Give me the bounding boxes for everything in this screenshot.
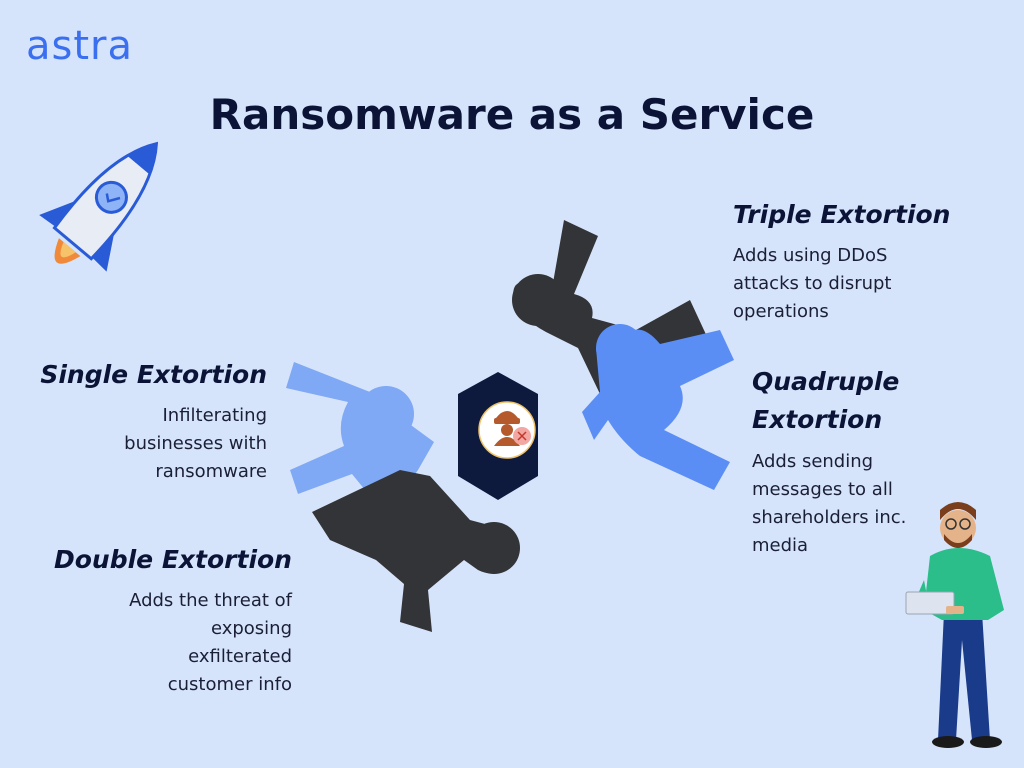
stage-heading-single: Single Extortion — [40, 360, 267, 389]
stage-description-single: Infilterating businesses with ransomware — [60, 402, 267, 486]
stage-heading-quadruple: Quadruple Extortion — [752, 367, 900, 434]
description-line: businesses with — [124, 433, 267, 454]
description-line: operations — [733, 301, 829, 322]
puzzle-piece-right — [582, 324, 734, 490]
description-line: shareholders inc. — [752, 507, 907, 528]
description-line: exposing — [210, 618, 292, 639]
description-line: messages to all — [752, 479, 893, 500]
description-line: media — [752, 535, 809, 556]
description-line: attacks to disrupt — [733, 273, 892, 294]
description-line: exfilterated — [188, 646, 292, 667]
description-line: Adds the threat of — [129, 590, 292, 611]
description-line: Adds using DDoS — [733, 245, 888, 266]
stage-description-double: Adds the threat of exposing exfilterated… — [60, 587, 292, 699]
page-title: Ransomware as a Service — [209, 90, 815, 139]
description-line: customer info — [167, 674, 292, 695]
stage-heading-triple: Triple Extortion — [733, 200, 951, 229]
stage-description-quadruple: Adds sending messages to all shareholder… — [752, 448, 932, 560]
description-line: Infilterating — [162, 405, 267, 426]
puzzle-piece-bottom — [312, 470, 520, 632]
stage-description-triple: Adds using DDoS attacks to disrupt opera… — [733, 242, 993, 326]
astra-logo: astra — [26, 23, 133, 69]
description-line: Adds sending — [752, 451, 874, 472]
stage-heading-double: Double Extortion — [53, 545, 292, 574]
description-line: ransomware — [155, 461, 267, 482]
